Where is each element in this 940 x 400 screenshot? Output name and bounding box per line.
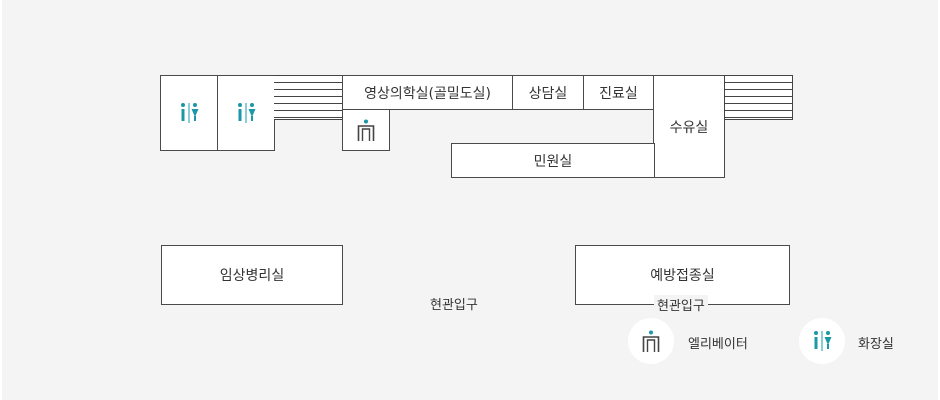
room-clinical-pathology[interactable]: 임상병리실	[161, 245, 343, 305]
legend-elevator-label: 엘리베이터	[688, 337, 748, 352]
entrance-right-label: 현관입구	[654, 295, 708, 314]
stairs-left	[274, 75, 345, 120]
room-label: 진료실	[599, 85, 638, 102]
restroom-left[interactable]	[160, 75, 218, 151]
room-counseling[interactable]: 상담실	[512, 75, 584, 110]
elevator-icon	[357, 119, 375, 141]
room-label: 영상의학실(골밀도실)	[364, 85, 491, 102]
entrance-center-label: 현관입구	[430, 298, 478, 313]
restroom-right[interactable]	[217, 75, 275, 151]
room-civil-affairs[interactable]: 민원실	[451, 143, 655, 178]
room-video-radiology[interactable]: 영상의학실(골밀도실)	[342, 75, 513, 110]
room-label: 민원실	[533, 153, 573, 170]
room-nursing[interactable]: 수유실	[653, 75, 725, 178]
legend-restroom-label: 화장실	[858, 337, 894, 352]
stairs-right	[724, 75, 793, 120]
room-label: 예방접종실	[650, 268, 715, 284]
room-exam[interactable]: 진료실	[583, 75, 654, 110]
room-label: 임상병리실	[219, 268, 285, 284]
elevator-box[interactable]	[342, 109, 390, 151]
room-label: 상담실	[528, 85, 568, 102]
elevator-icon	[642, 330, 660, 352]
restroom-icon	[181, 103, 199, 123]
room-label: 수유실	[669, 119, 709, 136]
restroom-icon	[238, 103, 256, 123]
restroom-icon	[814, 331, 832, 351]
legend-restroom-badge	[799, 318, 845, 364]
legend-elevator-badge	[628, 318, 674, 364]
